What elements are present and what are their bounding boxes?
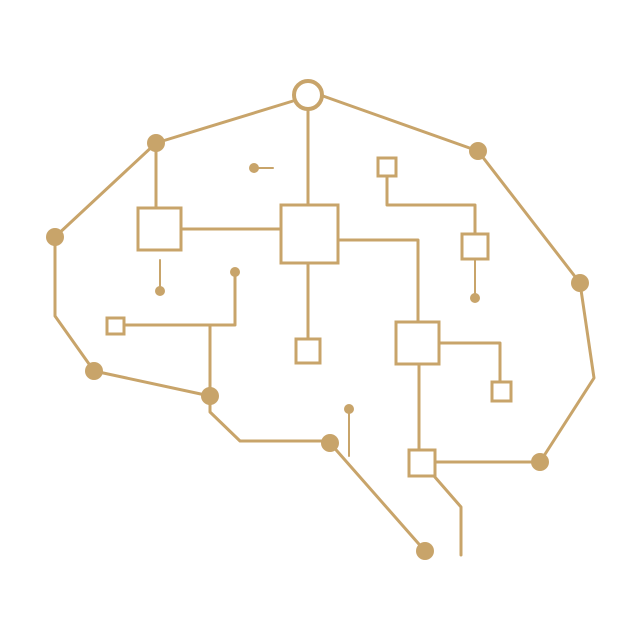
dot-node: [85, 362, 103, 380]
trace: [208, 323, 332, 443]
ring-node: [292, 79, 324, 111]
small-dot-node: [470, 293, 480, 303]
dot-node: [531, 453, 549, 471]
brain-outline: [53, 99, 295, 398]
square-node: [490, 380, 513, 403]
square-node: [105, 316, 126, 336]
dot-node: [147, 134, 165, 152]
trace: [336, 238, 420, 324]
dot-node: [416, 542, 434, 560]
square-node: [460, 232, 490, 261]
square-node: [136, 206, 183, 252]
trace: [432, 474, 463, 557]
small-dot-node: [155, 286, 165, 296]
brain-outline-right: [321, 94, 596, 464]
trace: [385, 174, 477, 236]
square-node: [407, 448, 437, 478]
dot-node: [321, 434, 339, 452]
small-dot-node: [230, 267, 240, 277]
dot-node: [201, 387, 219, 405]
dot-node: [46, 228, 64, 246]
dot-node: [469, 142, 487, 160]
small-dot-node: [344, 404, 354, 414]
small-dot-node: [249, 163, 259, 173]
square-node: [394, 320, 441, 366]
square-node: [294, 337, 322, 365]
trace: [122, 270, 237, 327]
trace: [437, 341, 502, 384]
dot-node: [571, 274, 589, 292]
trace: [328, 441, 427, 553]
square-node: [376, 156, 398, 178]
square-node: [279, 203, 340, 265]
